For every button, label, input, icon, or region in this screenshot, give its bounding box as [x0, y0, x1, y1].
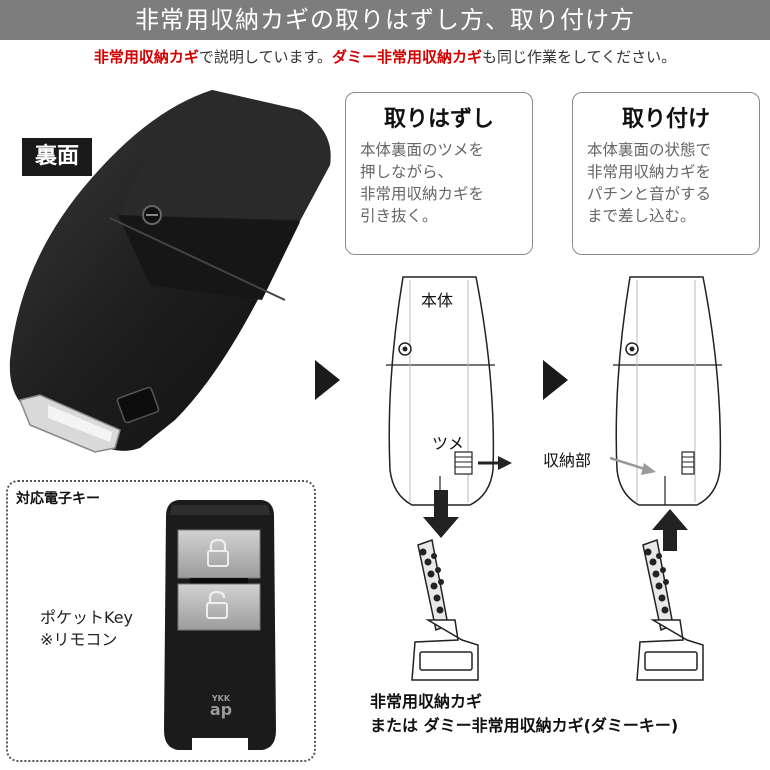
attach-line: 非常用収納カギを — [587, 163, 712, 181]
unlock-icon — [206, 590, 228, 619]
removal-instruction-box: 取りはずし 本体裏面のツメを 押しながら、 非常用収納カギを 引き抜く。 — [345, 92, 533, 255]
emergency-key-attach — [636, 538, 704, 681]
remote-note-label: ※リモコン — [40, 630, 118, 649]
removal-text: 本体裏面のツメを 押しながら、 非常用収納カギを 引き抜く。 — [346, 133, 532, 227]
back-side-label: 裏面 — [22, 138, 92, 176]
storage-pointer-arrow-icon — [609, 456, 656, 475]
attach-title: 取り付け — [621, 107, 710, 132]
subtitle-text-2: も同じ作業をしてください。 — [481, 48, 677, 66]
removal-title: 取りはずし — [383, 107, 494, 132]
key-fob-back-photo — [9, 90, 331, 453]
compatible-keys-title: 対応電子キー — [16, 491, 100, 507]
step-arrow-2-icon — [543, 360, 568, 400]
claw-label: ツメ — [432, 434, 465, 453]
attach-line: 本体裏面の状態で — [587, 141, 712, 159]
step-arrow-1-icon — [315, 360, 340, 400]
subtitle-dummy-key: ダミー非常用収納カギ — [331, 48, 482, 66]
storage-label: 収納部 — [543, 451, 592, 470]
subtitle: 非常用収納カギで説明しています。ダミー非常用収納カギも同じ作業をしてください。 — [0, 46, 770, 67]
removal-line: 本体裏面のツメを — [360, 141, 485, 159]
page-title: 非常用収納カギの取りはずし方、取り付け方 — [0, 0, 770, 40]
brand-logo-top: YKK — [211, 694, 231, 703]
push-right-arrow-icon — [478, 456, 512, 470]
body-outline-removal — [386, 276, 495, 506]
attach-line: まで差し込む。 — [587, 207, 696, 225]
emergency-key-removal — [411, 538, 479, 681]
compatible-keys-box — [6, 480, 316, 762]
subtitle-text-1: で説明しています。 — [198, 48, 332, 66]
pocket-key-photo — [164, 500, 276, 750]
body-label: 本体 — [421, 291, 454, 310]
pull-down-arrow-icon — [423, 490, 459, 538]
brand-logo-bottom: ap — [209, 700, 233, 719]
attach-line: パチンと音がする — [587, 185, 712, 203]
removal-line: 押しながら、 — [360, 163, 454, 181]
attach-text: 本体裏面の状態で 非常用収納カギを パチンと音がする まで差し込む。 — [573, 133, 759, 227]
lock-icon — [207, 538, 229, 567]
removal-line: 引き抜く。 — [360, 207, 438, 225]
key-caption-line2: または ダミー非常用収納カギ(ダミーキー) — [370, 716, 679, 735]
pocket-key-label: ポケットKey — [40, 608, 134, 627]
subtitle-emergency-key: 非常用収納カギ — [93, 48, 199, 66]
key-caption-line1: 非常用収納カギ — [370, 692, 483, 711]
body-outline-attach — [613, 276, 722, 506]
removal-line: 非常用収納カギを — [360, 185, 485, 203]
attach-instruction-box: 取り付け 本体裏面の状態で 非常用収納カギを パチンと音がする まで差し込む。 — [572, 92, 760, 255]
insert-up-arrow-icon — [652, 509, 688, 551]
